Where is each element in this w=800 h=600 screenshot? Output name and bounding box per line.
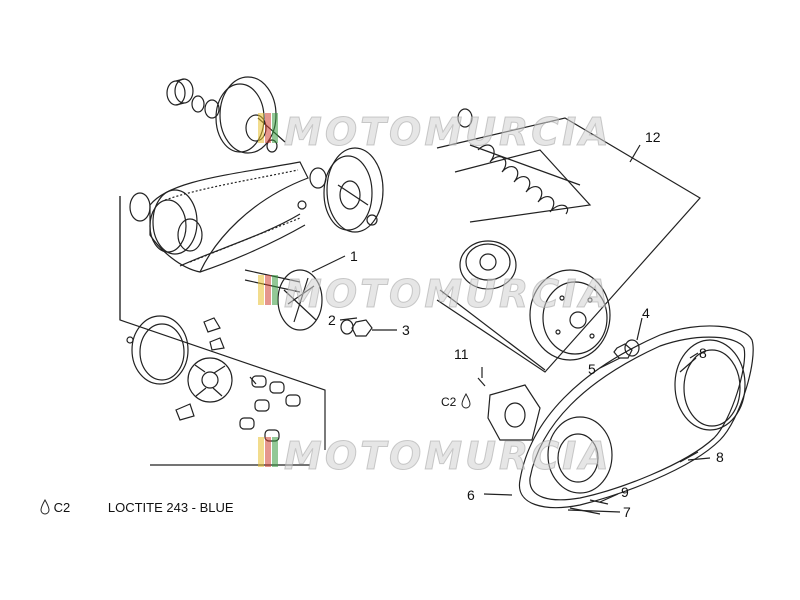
washer-a [191,95,205,113]
gasket-plate [487,384,541,441]
driven-pulley [297,147,384,233]
legend: C2 LOCTITE 243 - BLUE [40,498,234,515]
drive-belt [149,161,309,273]
bolt-9 [589,499,609,505]
variator-ring [129,189,203,255]
callout-11: 11 [454,346,469,362]
watermark-bottom: MOTOMURCIA [284,434,612,479]
washer-2 [340,319,354,335]
nut-5 [613,343,633,359]
transmission-cover [518,325,754,509]
callout-6: 6 [467,487,475,503]
callout-7: 7 [623,504,631,520]
clutch-bell [529,269,611,361]
bolt-8b [679,451,699,463]
watermark-mid: MOTOMURCIA [284,272,612,317]
roller-cage [187,357,233,403]
callout-1: 1 [350,248,358,264]
callout-5: 5 [588,361,596,377]
washer-b [204,99,220,119]
nut-3 [351,319,373,337]
group-bracket-12 [436,117,701,373]
drop-icon [40,498,50,515]
rollers [239,375,301,442]
callout-9: 9 [621,484,629,500]
watermark-top: MOTOMURCIA [284,110,612,155]
callout-2: 2 [328,312,336,328]
clutch-spring [457,108,581,215]
watermark-flag-bottom [258,437,280,467]
legend-code: C2 [53,500,71,515]
callout-8b: 8 [716,449,724,465]
washer-4 [624,339,640,357]
watermark-flag-top [258,113,280,143]
bolt-11 [477,377,486,387]
callout-4: 4 [642,305,650,321]
clutch-shoes [459,240,517,290]
callout-12: 12 [645,129,661,145]
callout-3: 3 [402,322,410,338]
drop-icon [461,393,471,409]
sliders [175,317,257,421]
variator-cover-plate [126,315,189,385]
sealant-code-label: C2 [441,395,457,409]
legend-text: LOCTITE 243 - BLUE [107,500,234,515]
callout-8a: 8 [699,345,707,361]
needle-bearing [166,78,194,106]
bolt-8a [679,357,697,373]
watermark-flag-mid [258,275,280,305]
group-bracket-inner [454,149,592,223]
